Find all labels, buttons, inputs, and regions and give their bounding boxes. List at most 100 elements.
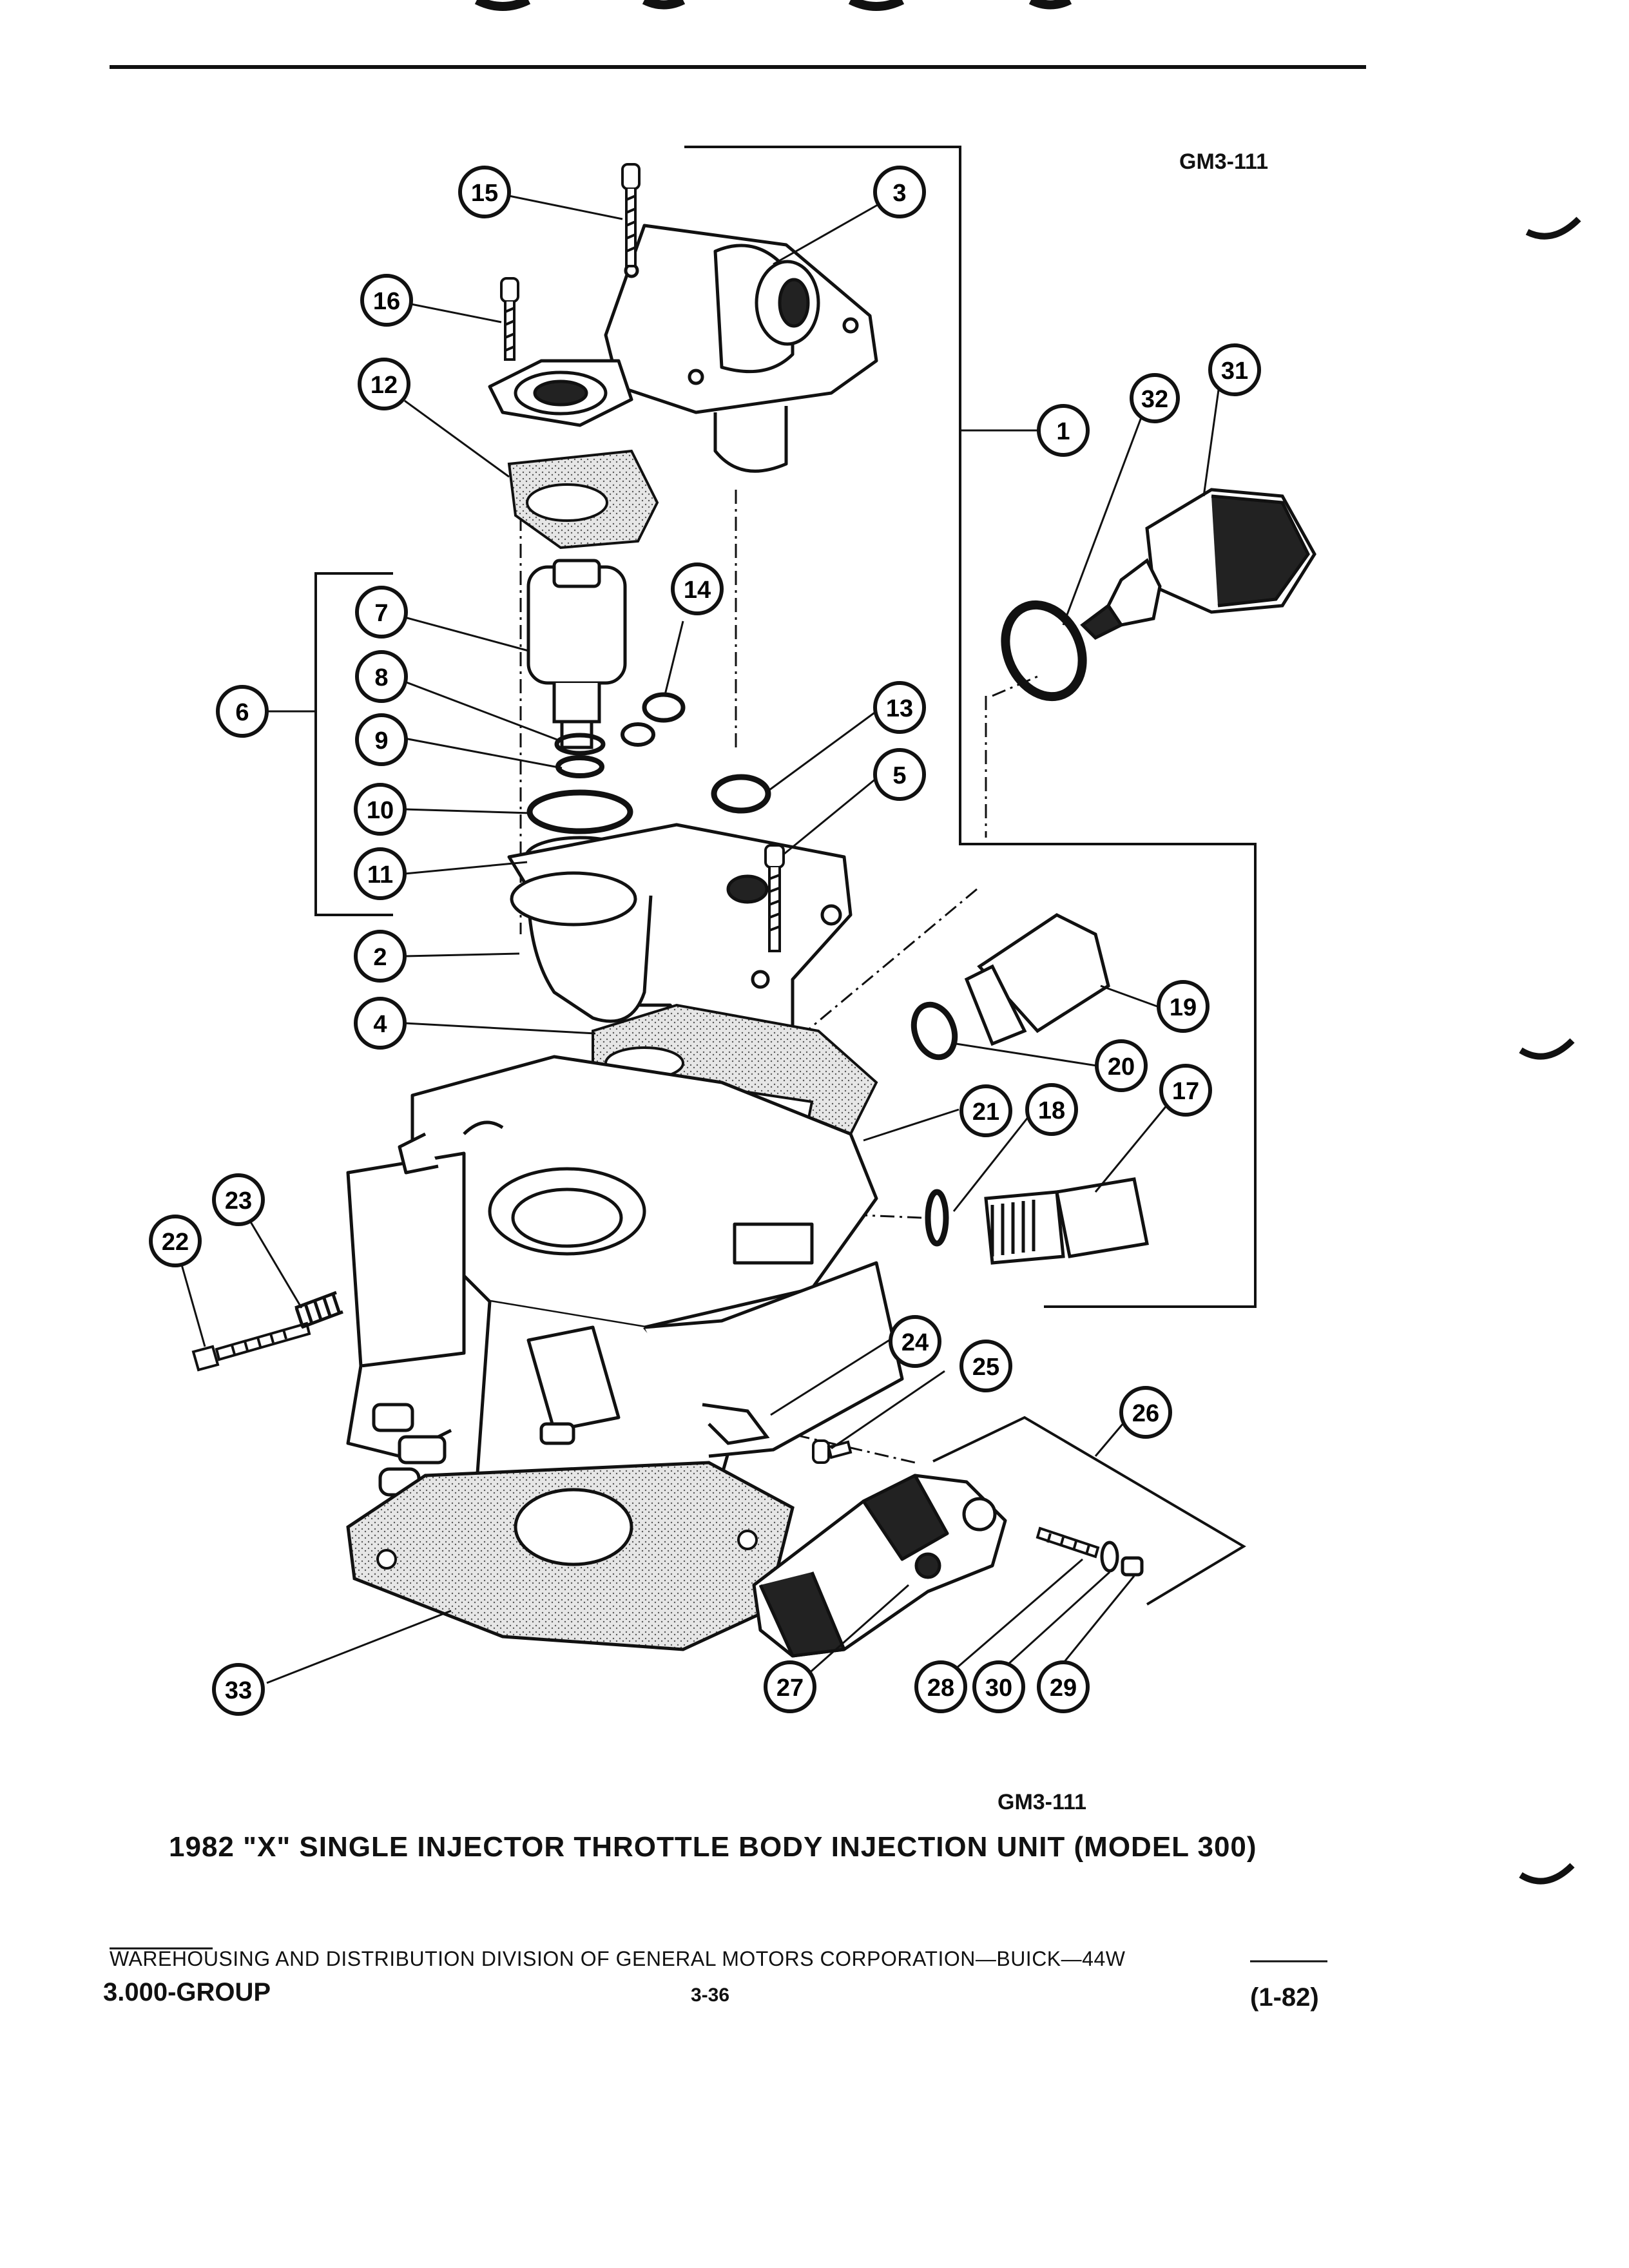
svg-text:20: 20 — [1108, 1053, 1135, 1081]
svg-text:4: 4 — [373, 1011, 387, 1038]
callout-12: 12 — [358, 358, 410, 410]
callout-31: 31 — [1208, 343, 1261, 396]
leader-lines — [174, 195, 1220, 1684]
nut-29 — [1121, 1556, 1144, 1577]
scan-mark — [1525, 216, 1581, 240]
svg-text:9: 9 — [374, 727, 388, 754]
gasket-18 — [925, 1189, 949, 1247]
gasket-20 — [911, 1001, 958, 1061]
svg-text:22: 22 — [162, 1229, 189, 1256]
callout-22: 22 — [149, 1215, 202, 1267]
callout-28: 28 — [914, 1660, 967, 1713]
screw-15 — [621, 163, 641, 267]
throttle-position-sensor-27 — [752, 1474, 1007, 1658]
svg-text:7: 7 — [374, 600, 388, 627]
svg-text:16: 16 — [373, 288, 400, 315]
footer-date: (1-82) — [1250, 1983, 1319, 2012]
callout-13: 13 — [873, 681, 926, 734]
callout-9: 9 — [355, 713, 408, 766]
svg-text:17: 17 — [1172, 1078, 1199, 1105]
scan-mark — [474, 0, 1072, 11]
svg-text:24: 24 — [901, 1329, 929, 1356]
footer-page-number: 3-36 — [691, 1984, 730, 2006]
svg-text:33: 33 — [225, 1677, 252, 1704]
fuel-outlet-nut-17 — [984, 1177, 1149, 1265]
callout-15: 15 — [458, 166, 511, 218]
svg-text:5: 5 — [892, 762, 906, 789]
svg-text:28: 28 — [927, 1675, 954, 1702]
seal-13 — [711, 774, 771, 814]
callout-5: 5 — [873, 748, 926, 801]
callout-27: 27 — [764, 1660, 816, 1713]
svg-text:25: 25 — [972, 1354, 999, 1381]
callout-32: 32 — [1130, 373, 1180, 423]
idle-stop-screw-22 — [191, 1321, 311, 1372]
callout-6: 6 — [216, 685, 269, 738]
scan-mark — [1519, 1038, 1575, 1060]
idle-air-control-valve — [1080, 488, 1316, 640]
seal-14b — [621, 722, 655, 747]
callout-7: 7 — [355, 586, 408, 639]
svg-text:23: 23 — [225, 1187, 252, 1215]
washer-30 — [1100, 1541, 1119, 1573]
callout-20: 20 — [1095, 1039, 1148, 1092]
svg-text:30: 30 — [985, 1675, 1012, 1702]
callout-18: 18 — [1025, 1083, 1078, 1136]
svg-text:2: 2 — [373, 944, 387, 971]
scan-mark — [1519, 1863, 1575, 1885]
svg-text:14: 14 — [684, 577, 711, 604]
svg-text:6: 6 — [235, 699, 249, 726]
figure-code-top: GM3-111 — [1179, 149, 1268, 174]
svg-text:15: 15 — [471, 180, 498, 207]
callout-11: 11 — [354, 847, 407, 900]
callout-26: 26 — [1119, 1386, 1172, 1439]
svg-text:21: 21 — [972, 1099, 999, 1126]
svg-text:10: 10 — [367, 797, 394, 824]
fuel-meter-cover — [488, 224, 878, 473]
svg-text:29: 29 — [1050, 1675, 1077, 1702]
screw-28 — [1036, 1526, 1100, 1559]
svg-text:27: 27 — [776, 1675, 804, 1702]
tps-bracket — [932, 1416, 1246, 1606]
injector-7 — [526, 559, 627, 749]
fuel-meter-body — [507, 823, 853, 1059]
callout-24: 24 — [889, 1315, 941, 1368]
svg-text:19: 19 — [1170, 994, 1197, 1021]
callout-25: 25 — [959, 1340, 1012, 1392]
callout-33: 33 — [212, 1663, 265, 1716]
callout-14: 14 — [671, 562, 724, 615]
callout-10: 10 — [354, 783, 407, 836]
vacuum-tubes — [372, 1403, 575, 1497]
callout-8: 8 — [355, 650, 408, 703]
svg-text:1: 1 — [1056, 418, 1070, 445]
callout-16: 16 — [360, 274, 413, 327]
svg-text:12: 12 — [371, 372, 398, 399]
footer-group-number: 3.000-GROUP — [103, 1978, 271, 2006]
callout-2: 2 — [354, 930, 407, 983]
screw-16 — [500, 277, 519, 361]
callout-23: 23 — [212, 1173, 265, 1226]
callout-30: 30 — [972, 1660, 1025, 1713]
assembly-bracket — [684, 146, 1257, 1308]
callout-21: 21 — [959, 1084, 1012, 1137]
svg-text:3: 3 — [892, 180, 906, 207]
svg-text:26: 26 — [1132, 1400, 1159, 1427]
gasket-32 — [1001, 600, 1087, 702]
svg-text:11: 11 — [367, 861, 393, 889]
callout-3: 3 — [873, 166, 926, 218]
figure-caption: 1982 "X" SINGLE INJECTOR THROTTLE BODY I… — [169, 1831, 1257, 1863]
callout-1: 1 — [1037, 404, 1090, 457]
callouts: 15 3 16 12 1 32 31 7 14 8 6 13 9 5 10 11… — [149, 166, 1261, 1716]
washer-10 — [526, 789, 633, 834]
callout-17: 17 — [1159, 1064, 1212, 1117]
fuel-inlet-nut-19 — [964, 913, 1110, 1046]
seal-14 — [642, 692, 686, 723]
svg-text:31: 31 — [1221, 358, 1248, 385]
callout-29: 29 — [1037, 1660, 1090, 1713]
figure-code-bottom: GM3-111 — [998, 1790, 1086, 1814]
svg-text:18: 18 — [1038, 1097, 1065, 1124]
clip-24 — [702, 1403, 770, 1445]
injector-bracket — [314, 572, 393, 916]
